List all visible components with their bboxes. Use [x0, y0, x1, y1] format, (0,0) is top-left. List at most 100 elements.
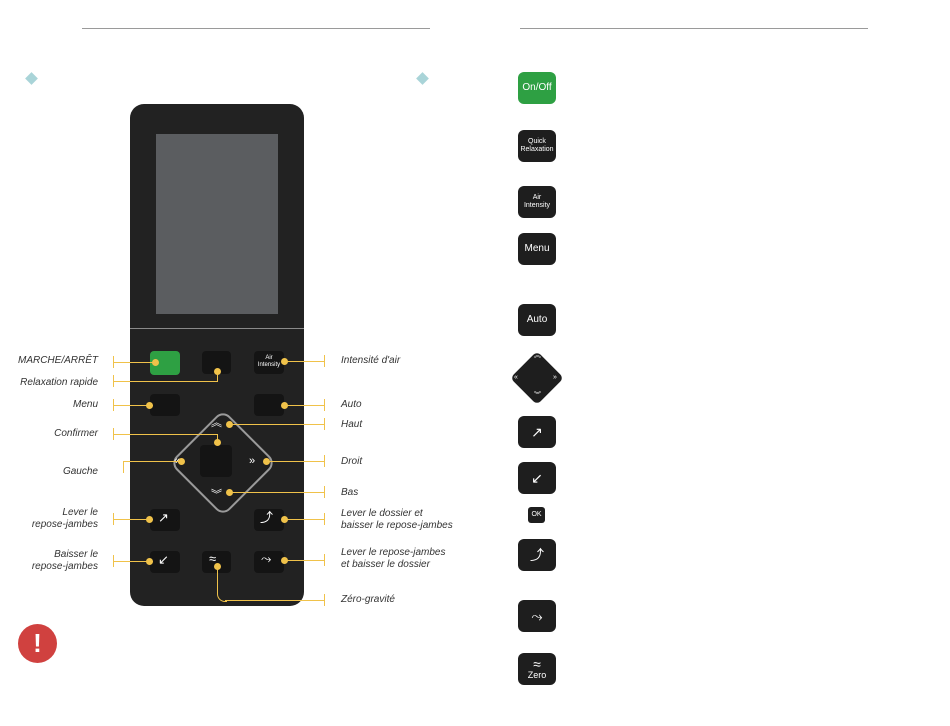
header-rule-left — [82, 28, 430, 29]
remote-quick-relax-button[interactable] — [202, 351, 231, 374]
callout-tick-raise-leg — [113, 513, 114, 525]
remote-screen — [156, 134, 278, 314]
remote-air-intensity-button[interactable] — [254, 351, 284, 374]
raise-leg-icon: ↗ — [158, 510, 169, 525]
raise-leg-lower-back-icon-large: ⤳ — [518, 600, 556, 632]
callout-line-confirm — [113, 434, 217, 435]
label-left: Gauche — [62, 466, 98, 477]
callout-tick-up — [324, 418, 325, 430]
callout-tick-zero-gravity — [324, 594, 325, 606]
callout-line-menu — [113, 405, 153, 406]
up-arrow-icon: ︽ — [211, 417, 222, 429]
raise-leg-lower-back-icon: ⤳ — [261, 551, 272, 566]
callout-up-quick-relax — [217, 371, 218, 382]
zero-gravity-icon: ≈ — [209, 551, 217, 566]
bullet-diamond-right — [416, 72, 429, 85]
callout-line-quick-relax — [113, 381, 217, 382]
label-quick-relax: Relaxation rapide — [20, 377, 98, 388]
label-raise-leg-lower-back-line2: et baisser le dossier — [341, 559, 430, 570]
callout-dot-air-intensity — [281, 358, 288, 365]
zero-gravity-icon-large: ≈ Zero — [518, 653, 556, 685]
nav-right-icon: » — [553, 374, 557, 381]
auto-icon: Auto — [518, 304, 556, 336]
callout-line-auto — [284, 405, 324, 406]
ok-icon: OK — [528, 507, 545, 523]
remote-confirm-button[interactable] — [200, 445, 232, 477]
right-arrow-icon: » — [249, 455, 256, 467]
on-off-icon: On/Off — [518, 72, 556, 104]
callout-tick-raise-leg-lower-back — [324, 554, 325, 566]
raise-back-icon: ⤴ — [260, 510, 274, 525]
remote-auto-button[interactable] — [254, 394, 284, 416]
remote-lower-leg-button[interactable] — [150, 551, 180, 573]
callout-dot-right — [263, 458, 270, 465]
callout-dot-auto — [281, 402, 288, 409]
callout-tick-on-off — [113, 356, 114, 368]
callout-dot-raise-back — [281, 516, 288, 523]
menu-icon: Menu — [518, 233, 556, 265]
remote-raise-leg-button[interactable] — [150, 509, 180, 531]
callout-line-raise-leg-lower-back — [284, 560, 324, 561]
label-menu: Menu — [72, 399, 98, 410]
callout-line-raise-leg — [113, 519, 153, 520]
quick-relaxation-icon: Quick Relaxation — [518, 130, 556, 162]
callout-tick-raise-back — [324, 513, 325, 525]
callout-tick-auto — [324, 399, 325, 411]
label-confirm: Confirmer — [54, 428, 98, 439]
callout-curve-zero-gravity — [217, 592, 227, 602]
down-arrow-icon: ︾ — [211, 489, 222, 501]
air-intensity-icon: Air Intensity — [518, 186, 556, 218]
label-air-intensity: Intensité d'air — [341, 355, 401, 366]
callout-line-down — [230, 492, 324, 493]
callout-dot-confirm — [214, 439, 221, 446]
nav-down-icon: ︾ — [534, 392, 541, 399]
callout-down-confirm — [217, 434, 218, 442]
label-raise-back-line2: baisser le repose-jambes — [341, 520, 453, 531]
remote-menu-button[interactable] — [150, 394, 180, 416]
callout-tick-confirm — [113, 428, 114, 440]
callout-line-lower-leg — [113, 561, 153, 562]
callout-line-right — [266, 461, 324, 462]
callout-line-up — [230, 424, 324, 425]
zero-gravity-wave-icon: ≈ — [533, 656, 541, 672]
label-raise-leg-lower-back-line1: Lever le repose-jambes — [341, 547, 446, 558]
callout-tick-lower-leg — [113, 555, 114, 567]
callout-line-left — [123, 461, 181, 462]
label-raise-back-line1: Lever le dossier et — [341, 508, 423, 519]
nav-up-icon: ︽ — [534, 352, 541, 359]
callout-line-raise-back — [284, 519, 324, 520]
callout-tick-right — [324, 455, 325, 467]
zero-gravity-text: Zero — [527, 670, 547, 680]
callout-dot-zero-gravity — [214, 563, 221, 570]
remote-zero-gravity-button[interactable] — [202, 551, 231, 573]
callout-line-on-off — [113, 362, 155, 363]
callout-line-air-intensity — [284, 361, 324, 362]
remote-raise-leg-lower-back-button[interactable] — [254, 551, 284, 573]
header-rule-right — [520, 28, 868, 29]
label-lower-leg-line2: repose-jambes — [31, 561, 98, 572]
callout-dot-raise-leg-lower-back — [281, 557, 288, 564]
callout-dot-left — [178, 458, 185, 465]
callout-tick-air-intensity — [324, 355, 325, 367]
callout-line-zero-gravity-v — [217, 568, 218, 593]
label-up: Haut — [341, 419, 363, 430]
label-lower-leg-line1: Baisser le — [54, 549, 98, 560]
exclamation-icon: ! — [18, 624, 57, 663]
callout-line-zero-gravity-h — [225, 600, 324, 601]
callout-dot-up — [226, 421, 233, 428]
lower-leg-icon: ↙ — [158, 552, 169, 567]
callout-dot-down — [226, 489, 233, 496]
lower-leg-icon-large: ↙ — [518, 462, 556, 494]
callout-dot-lower-leg — [146, 558, 153, 565]
callout-dot-menu — [146, 402, 153, 409]
callout-tick-quick-relax — [113, 375, 114, 387]
callout-tick-menu — [113, 399, 114, 411]
remote-divider — [130, 328, 304, 329]
raise-leg-icon-large: ↗ — [518, 416, 556, 448]
label-raise-leg-line1: Lever le — [62, 507, 98, 518]
remote-raise-back-button[interactable] — [254, 509, 284, 531]
label-auto: Auto — [341, 399, 362, 410]
remote-air-intensity-text: Air Intensity — [257, 355, 281, 368]
label-down: Bas — [341, 487, 359, 498]
callout-tick-left — [123, 461, 124, 473]
